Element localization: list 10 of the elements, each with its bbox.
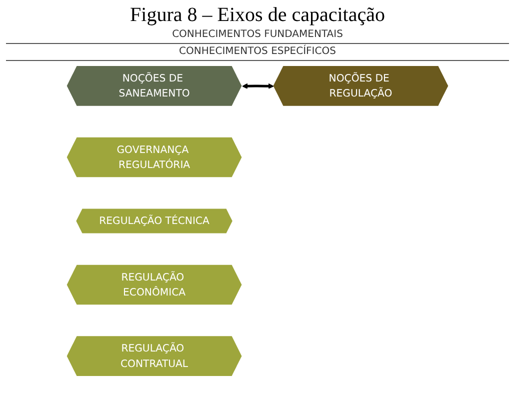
section-heading: CONHECIMENTOS FUNDAMENTAIS [6, 29, 509, 44]
node-box: REGULAÇÃO TÉCNICA [76, 208, 232, 234]
arrow [242, 83, 274, 89]
figure-title: Figura 8 – Eixos de capacitação [129, 4, 386, 27]
node-box: GOVERNANÇA REGULATÓRIA [66, 137, 242, 178]
section-heading: CONHECIMENTOS ESPECÍFICOS [6, 46, 509, 61]
node-box: REGULAÇÃO ECONÔMICA [66, 264, 242, 305]
node-box: NOÇÕES DE SANEAMENTO [66, 66, 242, 106]
node-box: REGULAÇÃO CONTRATUAL [66, 336, 242, 376]
node-box: NOÇÕES DE REGULAÇÃO [273, 66, 448, 106]
